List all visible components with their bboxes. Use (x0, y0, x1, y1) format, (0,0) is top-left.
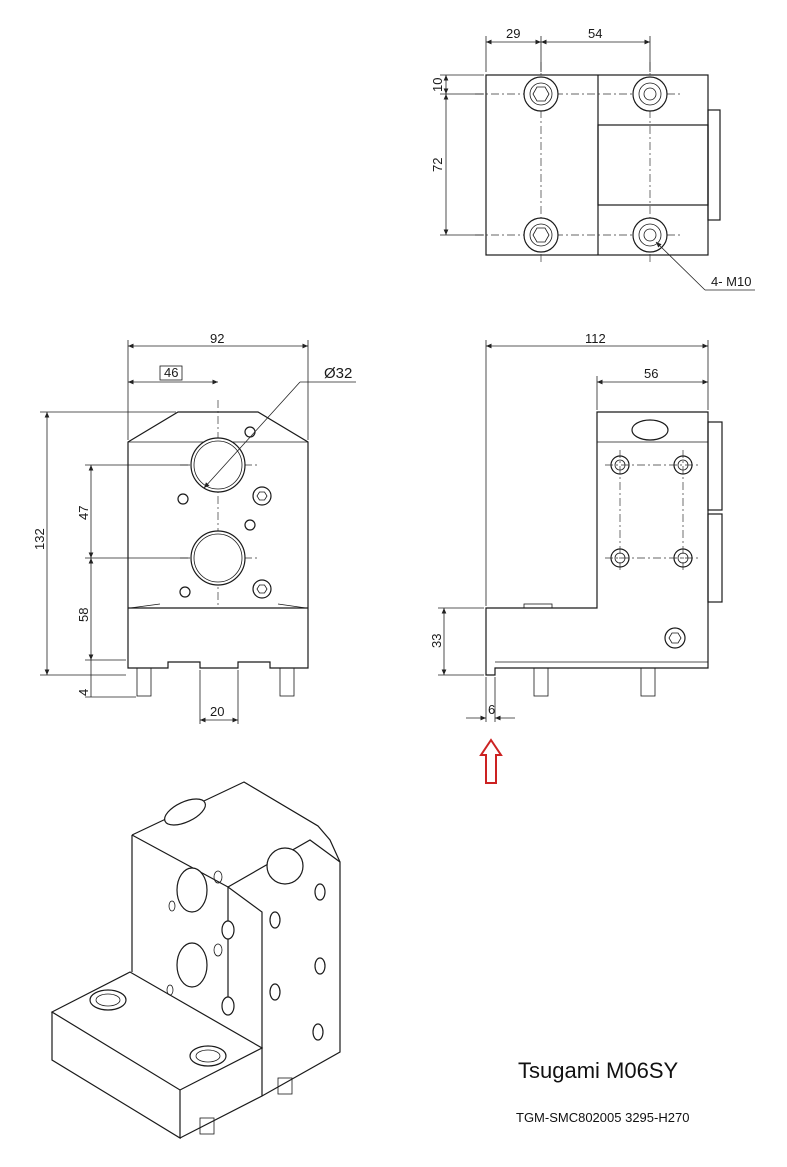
dim-10: 10 (430, 78, 445, 92)
side-view: 112 56 33 6 (429, 331, 723, 784)
machine-title: Tsugami M06SY (518, 1058, 679, 1083)
dim-33: 33 (429, 634, 444, 648)
dim-46: 46 (164, 365, 178, 380)
part-code: TGM-SMC802005 3295-H270 (516, 1110, 690, 1125)
dim-58: 58 (76, 608, 91, 622)
cap-screw (664, 627, 686, 649)
dim-47: 47 (76, 506, 91, 520)
bolt-hole-top-right (632, 76, 668, 112)
dim-72: 72 (430, 158, 445, 172)
bore-lower (190, 530, 246, 586)
dim-20: 20 (210, 704, 224, 719)
dim-132: 132 (32, 528, 47, 550)
dim-92: 92 (210, 331, 224, 346)
thread-callout: 4- M10 (711, 274, 751, 289)
bolt-hole-top-left (523, 76, 559, 112)
dim-6: 6 (488, 702, 495, 717)
dim-54: 54 (588, 26, 602, 41)
threaded-holes (605, 450, 698, 573)
bolt-hole-bottom-left (523, 217, 559, 253)
dim-4: 4 (76, 689, 91, 696)
dim-29: 29 (506, 26, 520, 41)
isometric-view (50, 781, 341, 1140)
direction-arrow (479, 738, 503, 784)
bore-upper (190, 437, 246, 493)
dim-56: 56 (644, 366, 658, 381)
front-view: 92 46 Ø32 132 47 58 4 20 (32, 331, 356, 724)
bolt-hole-bottom-right (632, 217, 668, 253)
screw-lower (252, 579, 272, 599)
screw-upper (252, 486, 272, 506)
dim-112: 112 (585, 331, 606, 346)
dim-diameter-32: Ø32 (324, 365, 352, 382)
top-view: 29 54 10 72 4- M10 (430, 26, 755, 291)
